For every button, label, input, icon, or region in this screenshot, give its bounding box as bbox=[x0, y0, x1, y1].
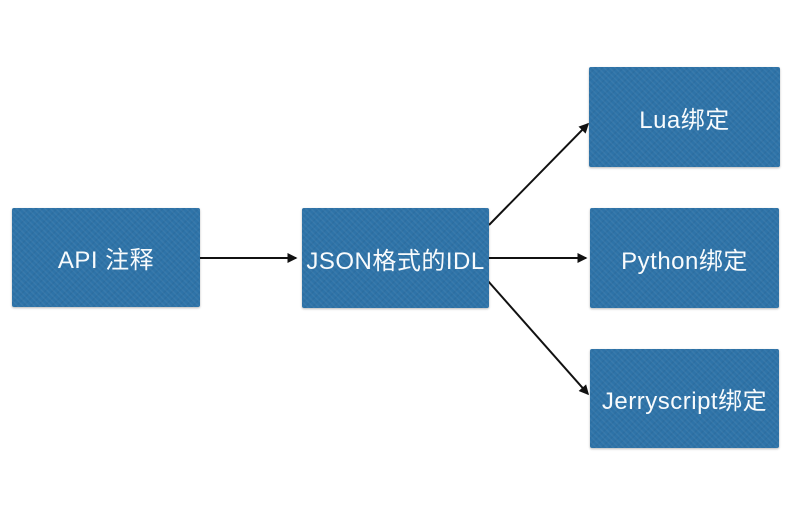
node-api-annotation: API 注释 bbox=[12, 208, 200, 307]
node-jerryscript-binding: Jerryscript绑定 bbox=[590, 349, 779, 448]
arrow-idl-to-jerryscript bbox=[487, 280, 589, 396]
node-api-annotation-label: API 注释 bbox=[57, 247, 155, 274]
node-lua-binding-label: Lua绑定 bbox=[639, 106, 730, 134]
node-python-binding-label: Python绑定 bbox=[621, 247, 748, 275]
node-json-idl: JSON格式的IDL bbox=[302, 208, 489, 308]
node-lua-binding: Lua绑定 bbox=[589, 67, 780, 167]
node-jerryscript-binding-label: Jerryscript绑定 bbox=[601, 388, 768, 415]
node-python-binding: Python绑定 bbox=[590, 208, 779, 308]
node-json-idl-label: JSON格式的IDL bbox=[306, 247, 485, 275]
arrow-idl-to-lua bbox=[488, 122, 590, 226]
